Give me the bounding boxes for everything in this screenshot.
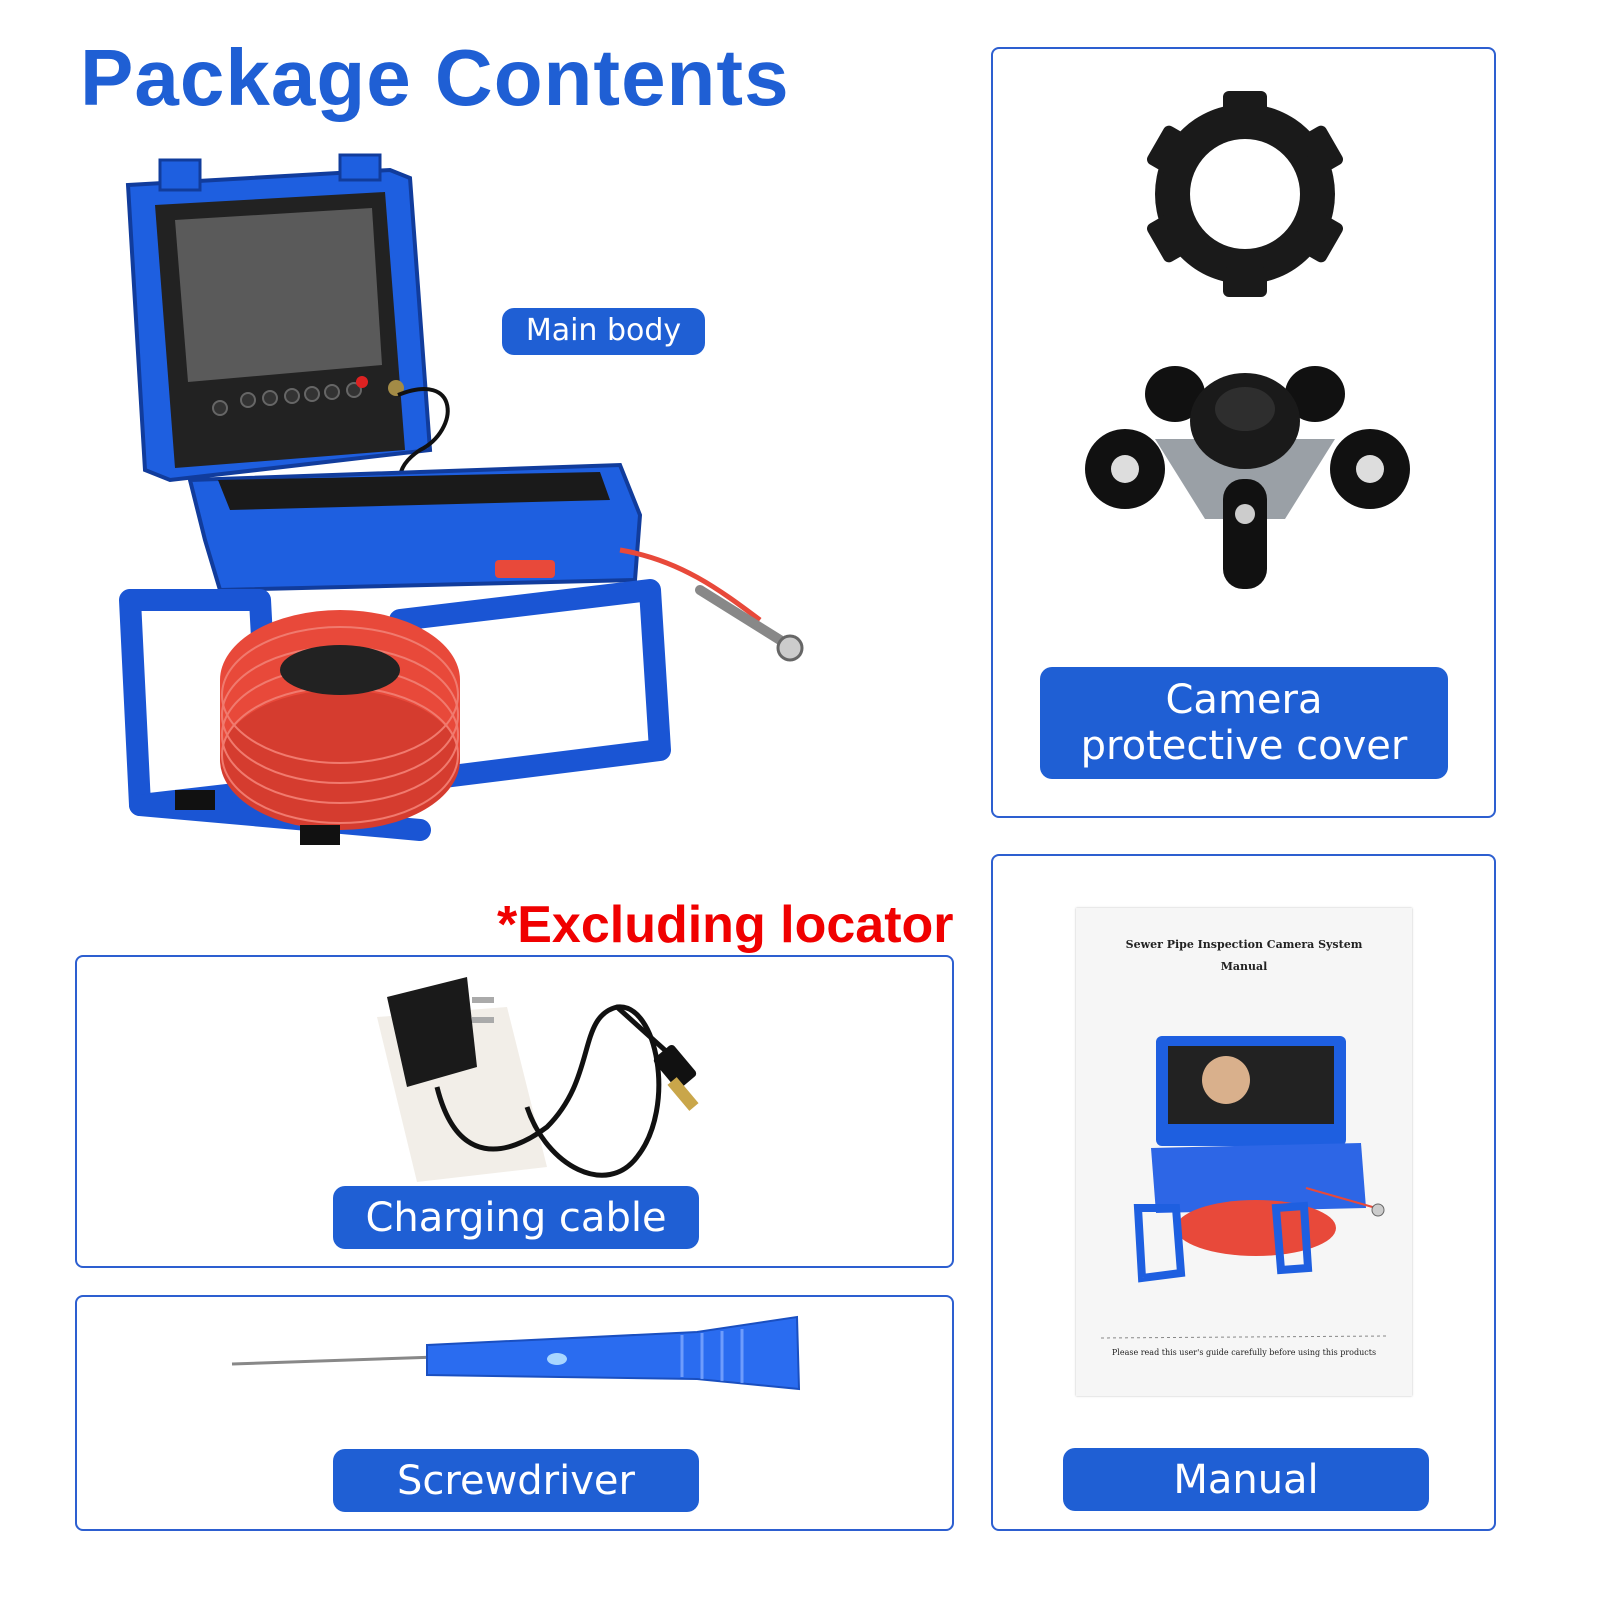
- camera-cover-panel: Camera protective cover: [991, 47, 1496, 818]
- screwdriver-panel: Screwdriver: [75, 1295, 954, 1531]
- page-title: Package Contents: [80, 33, 790, 122]
- manual-footer: Please read this user's guide carefully …: [1111, 1348, 1377, 1357]
- manual-label: Manual: [1063, 1448, 1429, 1511]
- camera-cover-label: Camera protective cover: [1040, 667, 1448, 779]
- camera-protective-cover-illustration: [1085, 91, 1410, 589]
- charging-cable-panel: Charging cable: [75, 955, 954, 1268]
- manual-booklet: Sewer Pipe Inspection Camera System Manu…: [1076, 908, 1412, 1396]
- screwdriver-illustration: [231, 1315, 801, 1391]
- main-body-label: Main body: [502, 308, 705, 355]
- main-body-image: [100, 150, 820, 870]
- manual-heading: Sewer Pipe Inspection Camera System: [1125, 938, 1363, 951]
- excluding-locator-note: *Excluding locator: [497, 896, 954, 954]
- manual-panel: Sewer Pipe Inspection Camera System Manu…: [991, 854, 1496, 1531]
- power-adapter-illustration: [377, 977, 699, 1182]
- manual-cover-illustration: [1100, 1036, 1387, 1339]
- inspection-camera-illustration: [119, 153, 804, 845]
- screwdriver-label: Screwdriver: [333, 1449, 699, 1512]
- manual-subheading: Manual: [1220, 960, 1268, 973]
- charging-cable-label: Charging cable: [333, 1186, 699, 1249]
